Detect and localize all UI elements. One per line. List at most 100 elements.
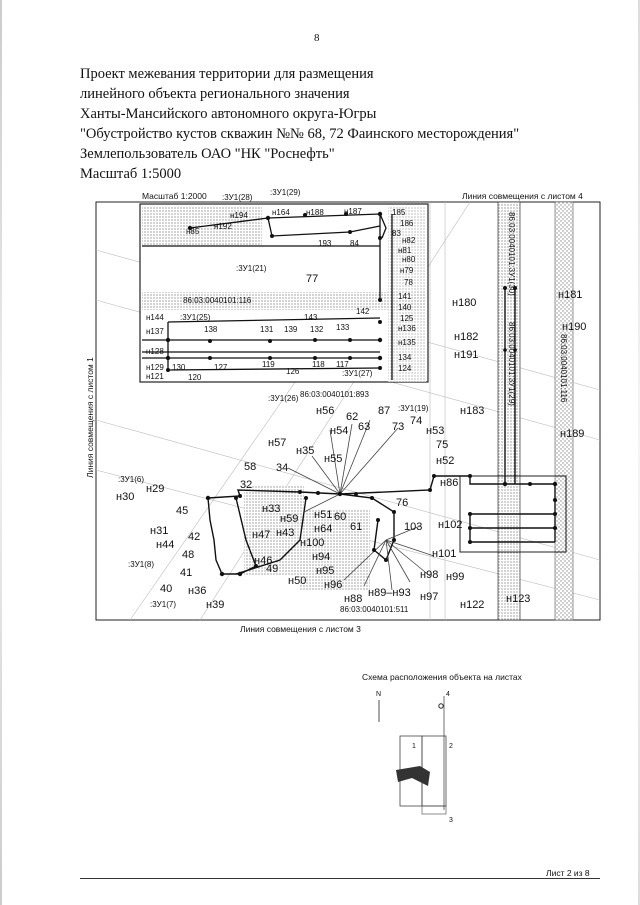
pt-n86: н86 xyxy=(440,477,458,489)
pt-41: 41 xyxy=(180,567,192,579)
pt-n79: н79 xyxy=(400,266,414,275)
pt-n144: н144 xyxy=(146,313,164,322)
object-outline xyxy=(396,766,430,786)
footer-rule xyxy=(80,878,600,879)
sheet-number: Лист 2 из 8 xyxy=(546,868,590,878)
pt-77: 77 xyxy=(306,273,318,285)
pt-n43: н43 xyxy=(276,527,294,539)
zone-21: :3У1(21) xyxy=(236,264,267,273)
pt-n64: н64 xyxy=(314,523,332,535)
sheet-2-label: 2 xyxy=(449,743,453,750)
pt-n30: н30 xyxy=(116,491,134,503)
main-point-labels: н180 н181 н182 н190 н191 н183 н189 н56 6… xyxy=(116,289,586,611)
pt-n82: н82 xyxy=(402,236,416,245)
pt-124: 124 xyxy=(398,364,412,373)
vertical-116: 86:03:0040101:116 xyxy=(559,334,568,403)
pt-87: 87 xyxy=(378,405,390,417)
zone-19: :3У1(19) xyxy=(398,404,429,413)
caption-sheet-4: Линия совмещения с листом 4 xyxy=(462,191,583,201)
pt-48: 48 xyxy=(182,549,194,561)
pt-n33: н33 xyxy=(262,503,280,515)
header-line-3: Ханты-Мансийского автономного округа-Югр… xyxy=(80,106,377,122)
pt-60: 60 xyxy=(334,511,346,523)
pt-n101: н101 xyxy=(432,548,456,560)
pt-n95: н95 xyxy=(316,565,334,577)
pt-138: 138 xyxy=(204,325,218,334)
pt-n189: н189 xyxy=(560,428,584,440)
zone-27: :3У1(27) xyxy=(342,369,373,378)
sheet-3-frame xyxy=(421,805,447,815)
north-label: N xyxy=(376,691,381,698)
pt-186: 186 xyxy=(400,219,414,228)
scan-edge-right xyxy=(638,0,640,905)
pt-42: 42 xyxy=(188,531,200,543)
pt-142: 142 xyxy=(356,307,370,316)
pt-49: 49 xyxy=(266,563,278,575)
zone-28: :3У1(28) xyxy=(222,193,253,202)
pt-193: 193 xyxy=(318,239,332,248)
pt-n56: н56 xyxy=(316,405,334,417)
pt-n47: н47 xyxy=(252,529,270,541)
pt-n88: н88 xyxy=(344,593,362,605)
pt-n183: н183 xyxy=(460,405,484,417)
pt-n85: н85 xyxy=(186,227,200,236)
pt-32: 32 xyxy=(240,479,252,491)
vertical-zu30: 86:03:0040101:3У1(30) xyxy=(507,212,516,296)
pt-n137: н137 xyxy=(146,327,164,336)
sheet-4-label: 4 xyxy=(446,691,450,698)
pt-76: 76 xyxy=(396,497,408,509)
zone-6: :3У1(6) xyxy=(118,475,144,484)
pt-n191: н191 xyxy=(454,349,478,361)
pt-n102: н102 xyxy=(438,519,462,531)
pt-143: 143 xyxy=(304,313,318,322)
pt-n81: н81 xyxy=(398,246,412,255)
pt-117: 117 xyxy=(336,360,349,369)
pt-62: 62 xyxy=(346,411,358,423)
pt-n181: н181 xyxy=(558,289,582,301)
parcel-893: 86:03:0040101:893 xyxy=(300,390,370,399)
pt-118: 118 xyxy=(312,360,325,369)
pt-140: 140 xyxy=(398,303,412,312)
pt-n97: н97 xyxy=(420,591,438,603)
inset-point-labels: н194 н164 н188 н187 185 н85 н192 186 83 … xyxy=(146,207,416,382)
pt-130: 130 xyxy=(172,363,186,372)
pt-40: 40 xyxy=(160,583,172,595)
pt-131: 131 xyxy=(260,325,274,334)
pt-n100: н100 xyxy=(300,537,324,549)
pt-n98: н98 xyxy=(420,569,438,581)
pt-n53: н53 xyxy=(426,425,444,437)
pt-n128: н128 xyxy=(146,347,164,356)
radial-leader-lines xyxy=(287,419,435,591)
zone-25: :3У1(25) xyxy=(180,313,211,322)
pt-74: 74 xyxy=(410,415,422,427)
pt-185: 185 xyxy=(392,208,406,217)
pt-n35: н35 xyxy=(296,445,314,457)
caption-sheet-3: Линия совмещения с листом 3 xyxy=(240,624,361,634)
pt-n136: н136 xyxy=(398,324,416,333)
pt-120: 120 xyxy=(188,373,202,382)
road-strip-far-right xyxy=(554,201,574,621)
sheet-4-marker xyxy=(438,703,444,709)
inset-hatch-right xyxy=(388,206,426,382)
pt-n51: н51 xyxy=(314,509,332,521)
zone-29: :3У1(29) xyxy=(270,188,301,197)
pt-n80: н80 xyxy=(402,255,416,264)
pad-frame xyxy=(459,475,567,553)
pt-n50: н50 xyxy=(288,575,306,587)
pt-n182: н182 xyxy=(454,331,478,343)
header-line-1: Проект межевания территории для размещен… xyxy=(80,66,374,82)
inset-scale: Масштаб 1:2000 xyxy=(142,191,207,201)
pt-58: 58 xyxy=(244,461,256,473)
pt-141: 141 xyxy=(398,292,412,301)
pt-n180: н180 xyxy=(452,297,476,309)
pt-n59: н59 xyxy=(280,513,298,525)
pt-139: 139 xyxy=(284,325,298,334)
pt-n123: н123 xyxy=(506,593,530,605)
pt-n55: н55 xyxy=(324,453,342,465)
pt-34: 34 xyxy=(276,462,288,474)
pt-n31: н31 xyxy=(150,525,168,537)
pt-75: 75 xyxy=(436,439,448,451)
pt-n29: н29 xyxy=(146,483,164,495)
pt-n89-n93: н89–н93 xyxy=(368,587,411,599)
header-line-5: Землепользователь ОАО "НК "Роснефть" xyxy=(80,146,335,162)
